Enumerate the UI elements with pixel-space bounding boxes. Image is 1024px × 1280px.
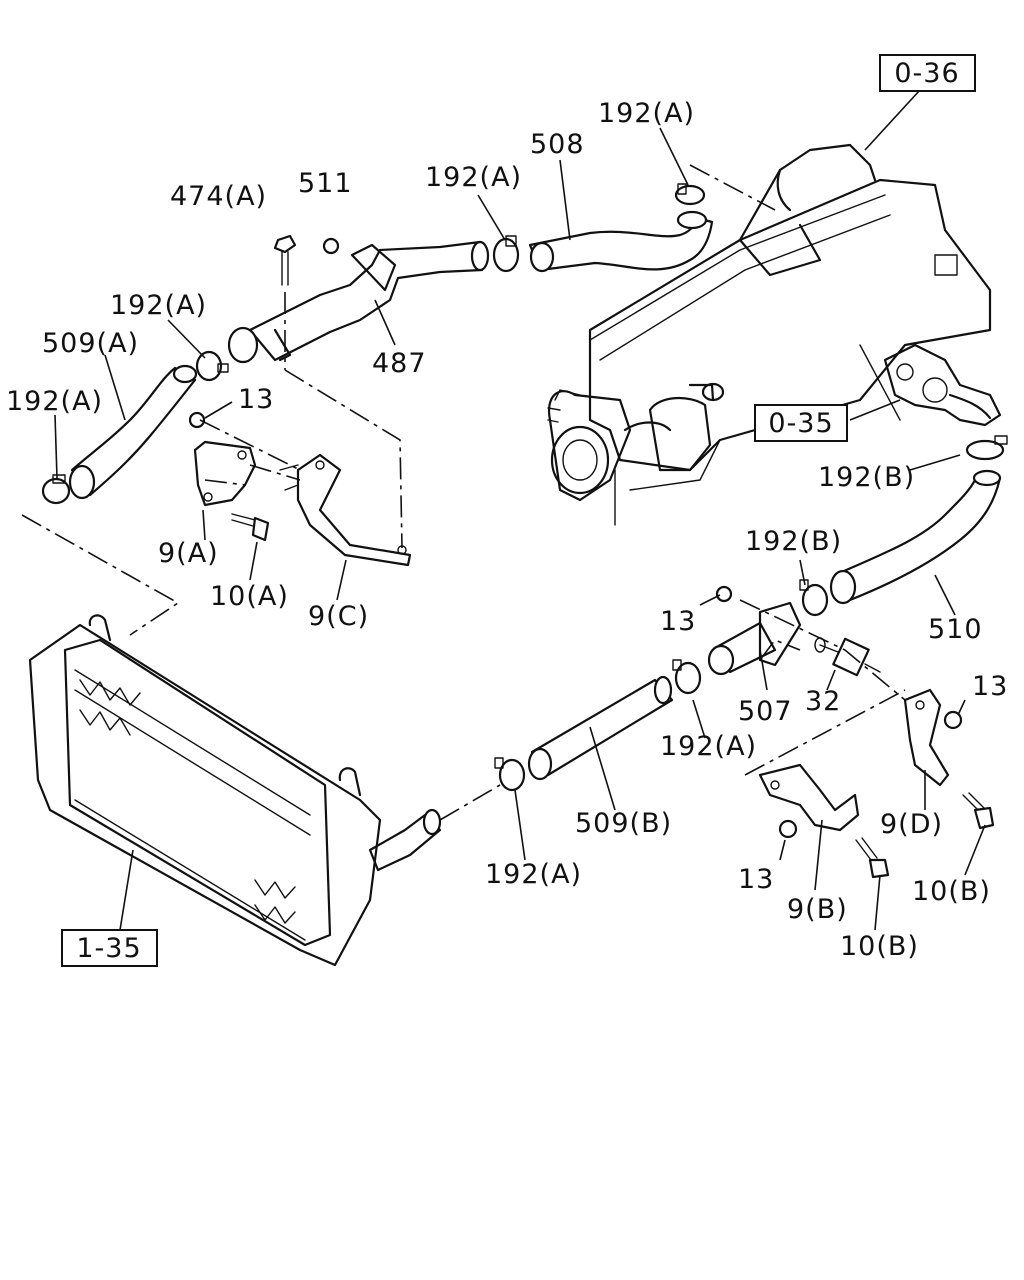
hose-508 <box>528 216 714 272</box>
callout-508[interactable]: 508 <box>530 129 585 160</box>
callout-9b[interactable]: 9(B) <box>787 894 848 925</box>
callout-9a[interactable]: 9(A) <box>158 538 219 569</box>
callout-192a-top[interactable]: 192(A) <box>598 98 695 129</box>
callout-13-bottom[interactable]: 13 <box>738 864 774 895</box>
pipe-487-end <box>470 240 490 272</box>
reference-1-35-box <box>61 929 158 967</box>
hose-509a-end-2 <box>172 364 198 384</box>
intercooler-drawing <box>28 614 442 967</box>
callout-9d[interactable]: 9(D) <box>880 809 943 840</box>
callout-509b[interactable]: 509(B) <box>575 808 672 839</box>
callout-192b-mid[interactable]: 192(B) <box>745 526 842 557</box>
callout-13-right[interactable]: 13 <box>972 671 1008 702</box>
reference-1-35[interactable]: 1-35 <box>61 929 158 967</box>
callout-487[interactable]: 487 <box>372 348 427 379</box>
reference-0-36-box <box>879 54 976 92</box>
callout-10b-bottom[interactable]: 10(B) <box>840 931 919 962</box>
clamps <box>41 183 1008 792</box>
water-outlet-housing-drawing <box>883 343 1002 427</box>
pipe-507-end <box>707 644 735 676</box>
callout-32[interactable]: 32 <box>805 686 841 717</box>
reference-0-35[interactable]: 0-35 <box>754 404 848 442</box>
pipe-487-bracket <box>350 243 397 292</box>
reference-0-35-box <box>754 404 848 442</box>
fasteners <box>188 234 995 879</box>
hose-510-end-2 <box>972 469 1002 487</box>
pipe-509b-end <box>527 747 553 781</box>
callout-192a-mid-right[interactable]: 192(A) <box>660 731 757 762</box>
callout-192a-left[interactable]: 192(A) <box>6 386 103 417</box>
reference-0-36-label: 0-36 <box>894 58 959 89</box>
assembly-lines <box>21 164 906 821</box>
pipe-509b-end-2 <box>653 675 673 705</box>
hose-508-end-2 <box>676 210 708 230</box>
hose-510-end <box>829 569 857 605</box>
leader-lines <box>54 89 986 931</box>
reference-1-35-label: 1-35 <box>76 933 141 964</box>
reference-0-35-label: 0-35 <box>768 408 833 439</box>
callout-9c[interactable]: 9(C) <box>308 601 369 632</box>
callout-192a-upper-mid[interactable]: 192(A) <box>425 162 522 193</box>
hose-508-end <box>529 241 555 273</box>
callout-13-upper-left[interactable]: 13 <box>238 384 274 415</box>
bracket-9b-drawing <box>758 763 860 832</box>
callout-13-mid[interactable]: 13 <box>660 606 696 637</box>
callout-10a[interactable]: 10(A) <box>210 581 289 612</box>
bracket-9a-drawing <box>193 440 257 507</box>
pipe-509b <box>530 678 674 777</box>
pipe-487-tab <box>273 328 292 362</box>
pipe-487-inlet <box>227 326 259 364</box>
callout-507[interactable]: 507 <box>738 696 793 727</box>
callout-510[interactable]: 510 <box>928 614 983 645</box>
engine-block-drawing <box>547 143 992 526</box>
callout-192a-bottom[interactable]: 192(A) <box>485 859 582 890</box>
reference-0-36[interactable]: 0-36 <box>879 54 976 92</box>
callout-labels: 474(A) 511 192(A) 508 192(A) 192(A) 509(… <box>6 98 1008 962</box>
bracket-9c-drawing <box>296 453 412 567</box>
bracket-9d-drawing <box>903 688 950 787</box>
callout-192a-upper-left[interactable]: 192(A) <box>110 290 207 321</box>
callout-192b-right[interactable]: 192(B) <box>818 462 915 493</box>
hose-510 <box>833 476 1002 602</box>
sensor-32-drawing <box>814 637 881 677</box>
callout-10b-right[interactable]: 10(B) <box>912 876 991 907</box>
hose-509a <box>70 366 197 497</box>
callout-509a[interactable]: 509(A) <box>42 328 139 359</box>
callout-511[interactable]: 511 <box>298 168 353 199</box>
hose-509a-end <box>68 464 96 500</box>
callout-474a[interactable]: 474(A) <box>170 181 267 212</box>
